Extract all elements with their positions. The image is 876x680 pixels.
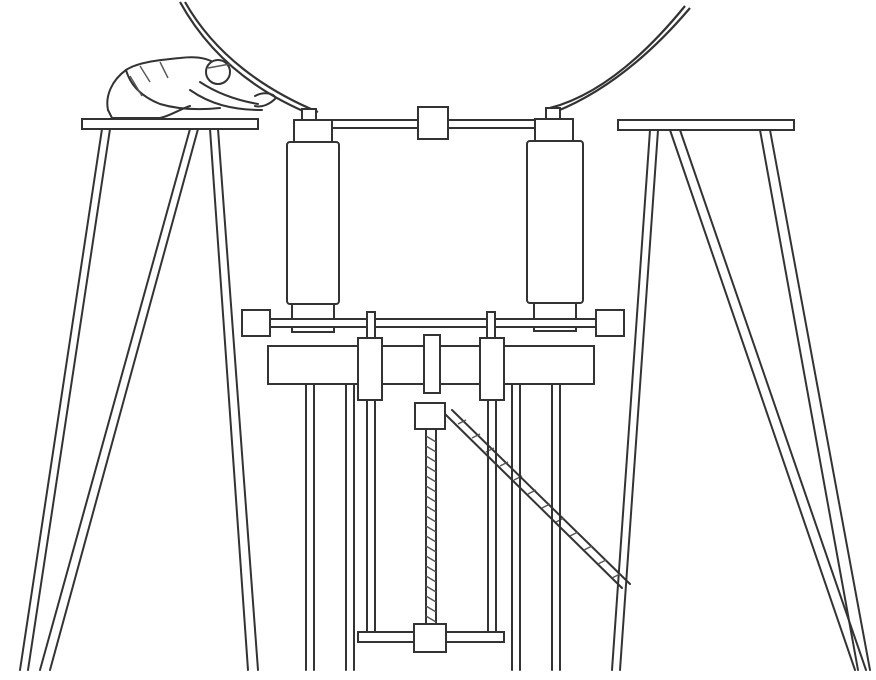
right-platform-leg bbox=[619, 129, 659, 671]
right-overhead-wire-2 bbox=[549, 5, 686, 110]
left-rod-bracket bbox=[357, 337, 383, 401]
left-platform bbox=[19, 118, 259, 671]
center-gearbox bbox=[414, 402, 446, 430]
left-platform-leg bbox=[19, 128, 103, 671]
right-rod-top bbox=[486, 311, 496, 339]
right-insulator bbox=[526, 107, 584, 332]
left-platform-leg bbox=[49, 128, 199, 671]
worker-back bbox=[106, 56, 217, 111]
worker-hands bbox=[254, 92, 278, 108]
right-platform-leg bbox=[679, 129, 867, 671]
center-rod-bracket bbox=[423, 334, 441, 394]
right-platform-leg bbox=[669, 129, 856, 671]
left-rod-top bbox=[366, 311, 376, 339]
bottom-gearbox bbox=[413, 623, 447, 653]
cross-shaft-right-end bbox=[595, 309, 625, 337]
drive-shaft-thread bbox=[425, 435, 437, 623]
right-insulator-cap bbox=[534, 118, 574, 142]
worker-arm bbox=[199, 81, 259, 105]
left-platform-deck bbox=[81, 118, 259, 130]
overhead-wires bbox=[179, 1, 691, 118]
right-platform-deck bbox=[617, 119, 795, 131]
left-platform-leg bbox=[27, 128, 111, 671]
diagonal-rod-a bbox=[444, 413, 623, 589]
right-platform-leg bbox=[769, 129, 871, 671]
left-insulator bbox=[286, 108, 340, 333]
worker-helmet-brim bbox=[207, 63, 231, 69]
worker-body bbox=[125, 69, 221, 111]
worker-arm-2 bbox=[189, 89, 263, 111]
cross-shaft-left-end bbox=[241, 309, 271, 337]
cross-shaft-bar bbox=[267, 318, 599, 328]
left-insulator-body bbox=[286, 141, 340, 305]
worker-legs bbox=[107, 105, 191, 119]
diagonal-rod-b bbox=[451, 409, 631, 585]
operating-mechanism bbox=[357, 311, 631, 653]
worker-figure bbox=[106, 56, 278, 119]
left-overhead-wire bbox=[184, 1, 319, 114]
right-overhead-wire bbox=[554, 7, 691, 114]
right-platform-leg bbox=[759, 129, 859, 671]
top-bus-clamp bbox=[417, 106, 449, 140]
diagonal-rod-texture bbox=[457, 419, 621, 579]
right-platform-leg bbox=[611, 129, 651, 671]
worker-head bbox=[205, 59, 231, 85]
cross-shaft bbox=[241, 309, 625, 337]
left-platform-leg bbox=[39, 128, 191, 671]
worker-clothing-lines bbox=[129, 61, 169, 97]
support-posts bbox=[305, 383, 561, 671]
right-platform bbox=[611, 119, 871, 671]
right-rod-bracket bbox=[479, 337, 505, 401]
left-overhead-wire-2 bbox=[179, 1, 316, 118]
left-platform-leg bbox=[217, 128, 259, 671]
top-bus bbox=[329, 106, 553, 140]
left-platform-leg bbox=[209, 128, 249, 671]
right-insulator-body bbox=[526, 140, 584, 304]
left-insulator-cap bbox=[293, 119, 333, 143]
